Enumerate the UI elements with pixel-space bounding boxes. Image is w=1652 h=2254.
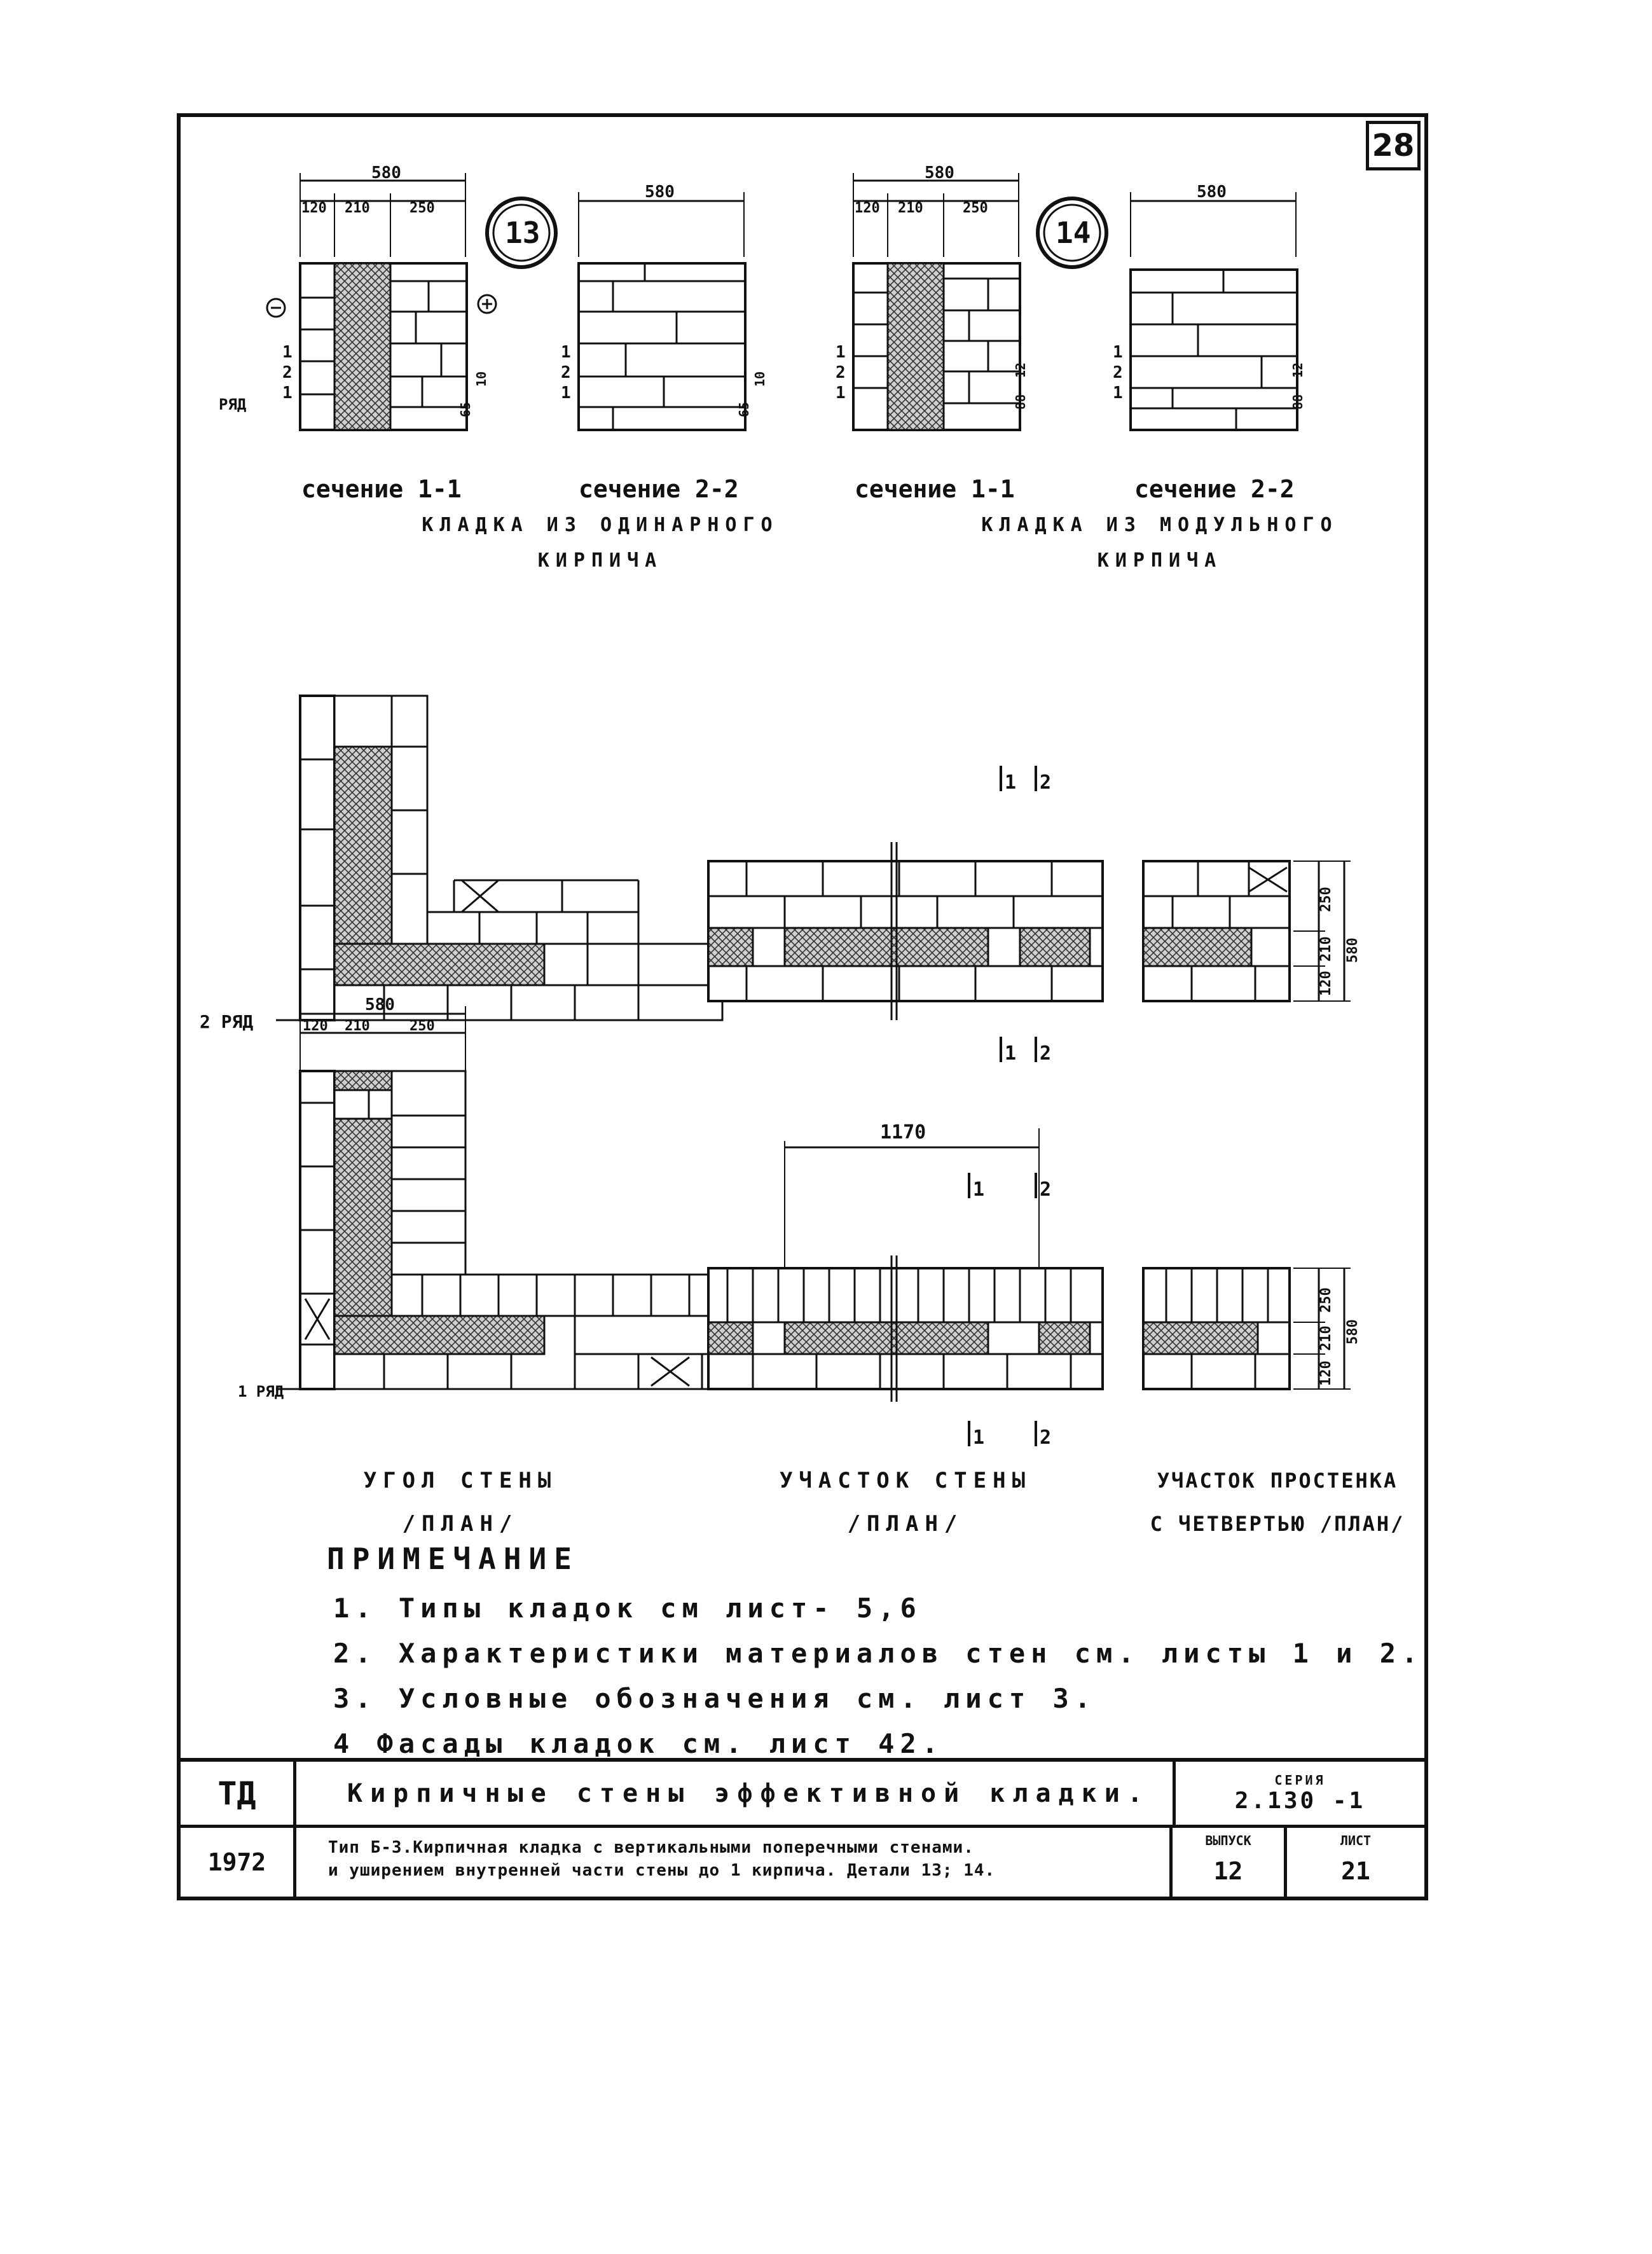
title-block: ТД Кирпичные стены эффективной кладки. С… <box>181 1758 1424 1900</box>
subtitle-line-2: и уширением внутренней части стены до 1 … <box>328 1861 996 1880</box>
cut-1-top-r2: 1 <box>1005 771 1016 794</box>
dim-10-b: 10 <box>752 371 767 387</box>
corner-dim-250: 250 <box>410 1018 435 1034</box>
row1-cut-bottom: 1 2 <box>968 1421 1051 1449</box>
group-title-modular: КЛАДКА ИЗ МОДУЛЬНОГО КИРПИЧА <box>981 514 1339 572</box>
notes-block: ПРИМЕЧАНИЕ 1. Типы кладок см лист- 5,6 2… <box>327 1542 1423 1773</box>
dim-12-d: 12 <box>1290 363 1305 378</box>
section-caption-3: сечение 1-1 <box>855 475 1015 503</box>
row-3-c: 1 <box>836 384 846 403</box>
pier-dim-580-r2: 580 <box>1345 937 1361 963</box>
pier-dim-580-r1: 580 <box>1345 1319 1361 1345</box>
row-1-b: 1 <box>561 343 571 362</box>
dim-88-d: 88 <box>1290 394 1305 410</box>
cut-2-top-r2: 2 <box>1040 771 1051 794</box>
cut-1-bot-r2: 1 <box>1005 1042 1016 1065</box>
dim-250-c: 250 <box>963 200 988 216</box>
pier-dim-120-r1: 120 <box>1318 1360 1334 1386</box>
pier-dim-250-r2: 250 <box>1318 887 1334 912</box>
dim-12-c: 12 <box>1013 363 1028 378</box>
pier-dim-210-r1: 210 <box>1318 1325 1334 1351</box>
pier-dim-120-r2: 120 <box>1318 971 1334 996</box>
row2-label: 2 РЯД <box>200 1011 253 1032</box>
cut-1-top-r1: 1 <box>973 1179 984 1201</box>
plan-row2-wall: 1 2 1 2 <box>707 766 1104 1065</box>
section-14-2-2: 580 1 2 1 12 88 <box>1113 183 1305 431</box>
section-caption-1: сечение 1-1 <box>301 475 462 503</box>
row-1-d: 1 <box>1113 343 1123 362</box>
dim-10-a: 10 <box>474 371 489 387</box>
row-2-d: 2 <box>1113 363 1123 382</box>
subtitle-line-1: Тип Б-3.Кирпичная кладка с вертикальными… <box>328 1838 974 1857</box>
dim-210-a: 210 <box>345 200 370 216</box>
sheet-value: 21 <box>1341 1857 1370 1885</box>
dim-88-c: 88 <box>1013 394 1028 410</box>
plan-row1-pier: 250 210 120 580 <box>1142 1267 1361 1390</box>
row1-label: 1 РЯД <box>238 1383 284 1400</box>
year: 1972 <box>207 1848 266 1876</box>
section-13-1-1: 580 120 210 250 1 2 1 РЯД <box>219 163 497 431</box>
plan-row1-wall: 1170 1 2 <box>707 1121 1104 1402</box>
issue-value: 12 <box>1213 1857 1243 1885</box>
dim-210-c: 210 <box>898 200 923 216</box>
detail-13-number: 13 <box>505 216 540 250</box>
dim-120-a: 120 <box>301 200 327 216</box>
notes-heading: ПРИМЕЧАНИЕ <box>327 1542 579 1576</box>
cut-2-bot-r2: 2 <box>1040 1042 1051 1065</box>
page-number: 28 <box>1366 121 1421 170</box>
detail-14-number: 14 <box>1056 216 1091 250</box>
row-1-c: 1 <box>836 343 846 362</box>
dim-120-c: 120 <box>855 200 880 216</box>
section-14-1-1: 580 120 210 250 1 2 1 12 88 <box>836 163 1028 431</box>
dim-250-a: 250 <box>410 200 435 216</box>
pier-dim-210-r2: 210 <box>1318 936 1334 962</box>
cut-2-bot-r1: 2 <box>1040 1427 1051 1449</box>
corner-dim-120: 120 <box>303 1018 328 1034</box>
section-caption-2: сечение 2-2 <box>579 475 739 503</box>
section-caption-4: сечение 2-2 <box>1134 475 1295 503</box>
row-3-a: 1 <box>282 384 293 403</box>
plan-row2-pier: 250 210 120 580 <box>1142 860 1361 1002</box>
row-1-a: 1 <box>282 343 293 362</box>
dim-1170: 1170 <box>880 1121 926 1144</box>
row-3-d: 1 <box>1113 384 1123 403</box>
dim-65-a: 65 <box>458 402 473 417</box>
dim-580-b: 580 <box>645 183 675 202</box>
row-3-b: 1 <box>561 384 571 403</box>
group-title-single: КЛАДКА ИЗ ОДИНАРНОГО КИРПИЧА <box>422 514 779 572</box>
note-item: 4 Фасады кладок см. лист 42. <box>333 1728 944 1759</box>
row-2-a: 2 <box>282 363 293 382</box>
sheet-label: ЛИСТ <box>1340 1833 1372 1848</box>
caption-pier: УЧАСТОК ПРОСТЕНКА С ЧЕТВЕРТЬЮ /ПЛАН/ <box>1150 1469 1405 1536</box>
drawing-sheet: 28 580 120 210 250 <box>177 113 1428 1900</box>
note-item: 2. Характеристики материалов стен см. ли… <box>333 1638 1424 1669</box>
caption-corner: УГОЛ СТЕНЫ /ПЛАН/ <box>363 1468 558 1537</box>
plan-row2-corner: 2 РЯД <box>200 695 724 1032</box>
dim-65-b: 65 <box>736 402 752 417</box>
cut-1-bot-r1: 1 <box>973 1427 984 1449</box>
row2-plans-drawing: 2 РЯД 1 <box>200 695 1361 1065</box>
cut-2-top-r1: 2 <box>1040 1179 1051 1201</box>
row-2-c: 2 <box>836 363 846 382</box>
top-sections-drawing: 580 120 210 250 1 2 1 РЯД <box>219 163 1305 503</box>
drawing-title: Кирпичные стены эффективной кладки. <box>347 1778 1150 1808</box>
series-label: СЕРИЯ <box>1274 1773 1326 1788</box>
series-value: 2.130 -1 <box>1234 1788 1366 1814</box>
section-13-2-2: 580 1 2 1 65 10 <box>561 183 767 431</box>
corner-dim-580: 580 <box>365 995 395 1014</box>
note-item: 3. Условные обозначения см. лист 3. <box>333 1683 1097 1714</box>
note-item: 1. Типы кладок см лист- 5,6 <box>333 1593 922 1624</box>
row1-plans-drawing: 580 120 210 250 <box>238 995 1361 1402</box>
row-word: РЯД <box>219 396 246 413</box>
corner-dim-210: 210 <box>345 1018 370 1034</box>
dim-580-a: 580 <box>371 163 401 183</box>
caption-wall: УЧАСТОК СТЕНЫ /ПЛАН/ <box>779 1468 1032 1537</box>
row-2-b: 2 <box>561 363 571 382</box>
pier-dim-250-r1: 250 <box>1318 1287 1334 1313</box>
dim-580-d: 580 <box>1197 183 1227 202</box>
dim-580-c: 580 <box>925 163 954 183</box>
issue-label: ВЫПУСК <box>1205 1833 1251 1848</box>
org-code: ТД <box>217 1774 256 1812</box>
